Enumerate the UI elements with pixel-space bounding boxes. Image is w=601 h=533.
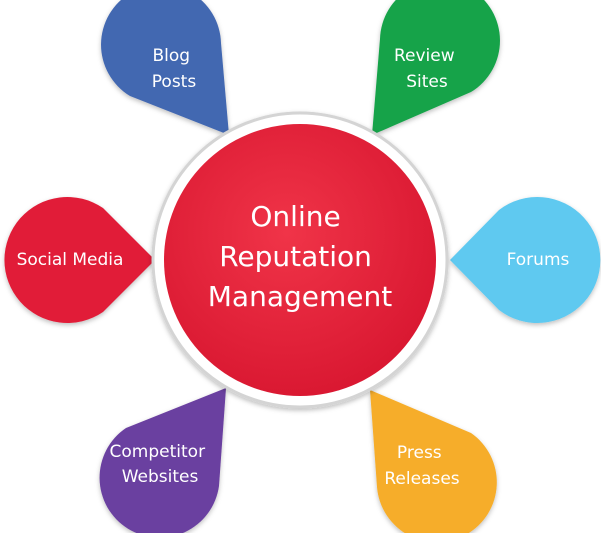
- forums-line-1: Forums: [507, 250, 570, 270]
- petal-competitor-websites: Competitor Websites: [99, 388, 226, 533]
- petal-blog-posts: Blog Posts: [101, 0, 229, 135]
- press-releases-line-2: Releases: [384, 469, 459, 489]
- press-releases-line-1: Press: [397, 443, 442, 463]
- center-label: Online Reputation Management: [208, 200, 392, 313]
- blog-posts-label: Blog Posts: [152, 46, 197, 92]
- petal-review-sites: Review Sites: [372, 0, 500, 135]
- petal-shape-press-releases: [370, 390, 497, 533]
- center-line-1: Online: [250, 200, 340, 233]
- petal-social-media: Social Media: [4, 197, 156, 323]
- blog-posts-line-2: Posts: [152, 72, 197, 92]
- social-media-label: Social Media: [17, 250, 124, 270]
- petal-shape-forums: [450, 197, 601, 323]
- petal-shape-blog-posts: [101, 0, 229, 135]
- petal-shape-competitor-websites: [99, 388, 226, 533]
- competitor-websites-label: Competitor Websites: [110, 442, 211, 487]
- center-hub: Online Reputation Management: [151, 111, 449, 409]
- competitor-websites-line-2: Websites: [122, 467, 199, 487]
- review-sites-line-1: Review: [394, 46, 455, 66]
- review-sites-label: Review Sites: [394, 46, 460, 92]
- center-line-3: Management: [208, 280, 392, 313]
- petal-press-releases: Press Releases: [370, 390, 497, 533]
- center-line-2: Reputation: [219, 240, 372, 273]
- petal-shape-review-sites: [372, 0, 500, 135]
- press-releases-label: Press Releases: [384, 443, 459, 489]
- petal-shape-social-media: [4, 197, 156, 323]
- center-circle: [164, 124, 436, 396]
- forums-label: Forums: [507, 250, 570, 270]
- blog-posts-line-1: Blog: [153, 46, 191, 66]
- social-media-line-1: Social Media: [17, 250, 124, 270]
- petal-forums: Forums: [450, 197, 601, 323]
- competitor-websites-line-1: Competitor: [110, 442, 206, 462]
- review-sites-line-2: Sites: [406, 72, 448, 92]
